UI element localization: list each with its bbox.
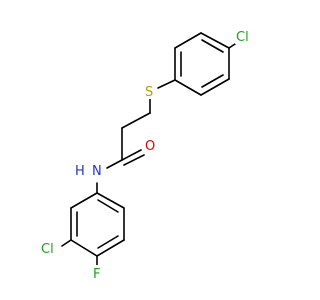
atom-label: F [93,267,100,282]
bond [200,78,230,96]
bond [123,154,145,166]
bond [200,32,230,49]
bond [96,192,125,209]
bond [121,149,142,161]
atom-labels: Cl S O N H Cl F [40,28,255,282]
structure-canvas: Cl S O N H Cl F [40,28,255,282]
bond [70,192,98,209]
atom-o: O [144,137,157,154]
atom-cl-top: Cl [235,28,255,45]
bond [174,32,202,49]
bond [96,239,125,257]
bond [97,235,119,249]
bond [121,112,151,129]
bond [70,239,98,257]
bond-lines [61,32,239,267]
atom-label: Cl [41,242,54,257]
atom-label: H [75,164,85,179]
atom-n: N [91,162,104,179]
bond [97,199,119,213]
atom-label: Cl [236,30,249,45]
atom-label: O [145,139,155,154]
bond [201,39,224,53]
bond [106,159,123,169]
atom-label: S [145,85,153,100]
atom-cl-bottom: Cl [40,240,60,257]
bond [61,239,72,247]
atom-s: S [144,83,156,100]
bond [201,74,224,88]
bond [174,79,202,96]
atom-label: N [92,164,102,179]
atom-f: F [92,265,103,282]
bond [157,79,176,89]
atom-h: H [74,162,86,179]
